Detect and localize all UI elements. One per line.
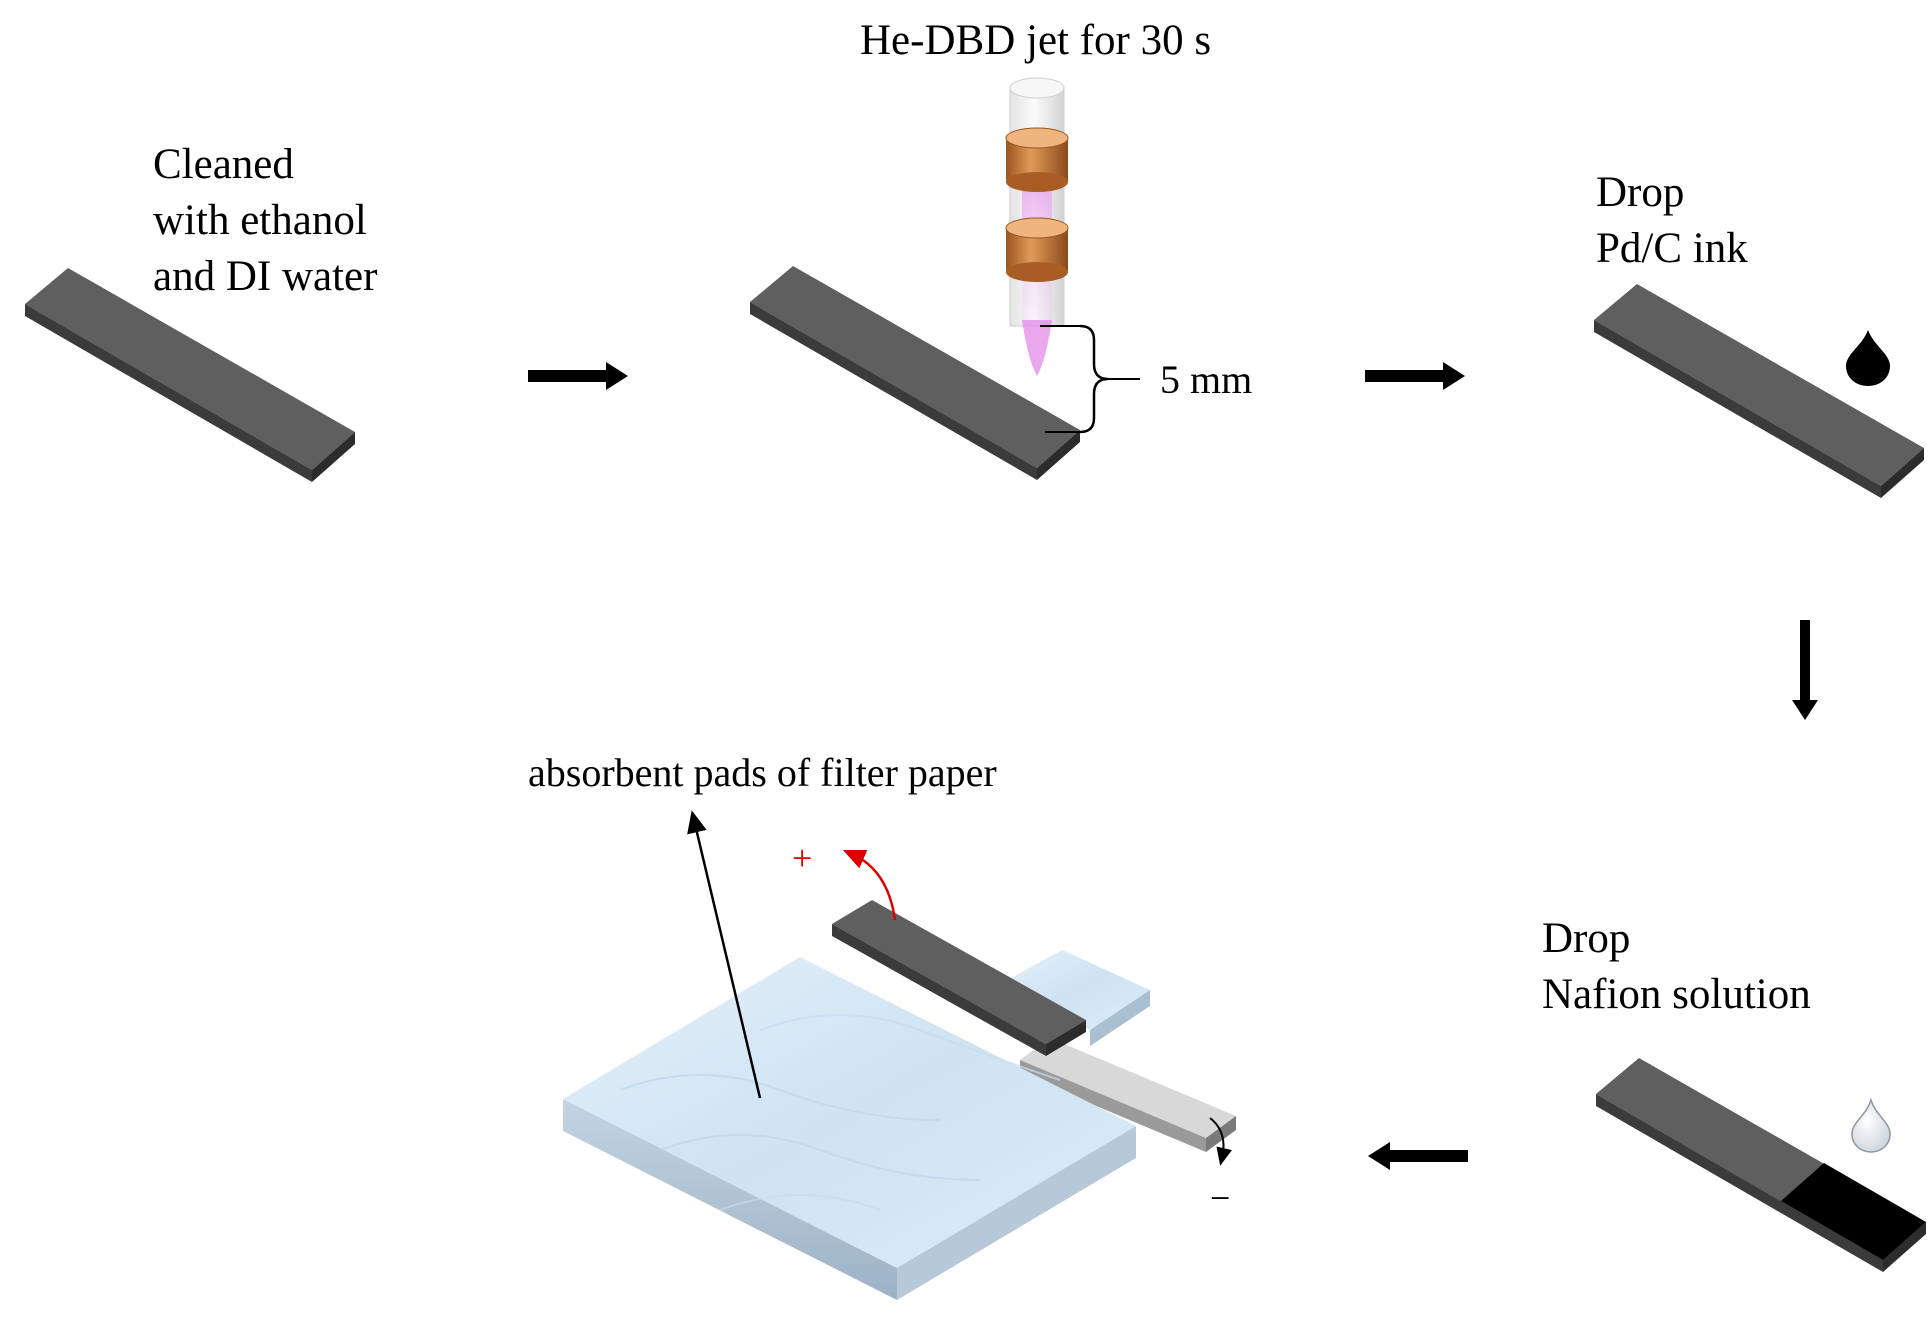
process-arrow-1 (528, 362, 628, 390)
catalyst-layer (1781, 1163, 1926, 1260)
carbon-strip-anode (832, 900, 1086, 1056)
step-ink: Drop Pd/C ink (1594, 169, 1924, 498)
clean-label-line2: with ethanol (153, 197, 367, 244)
carbon-strip-1 (25, 268, 355, 482)
nafion-label-line2: Nafion solution (1542, 971, 1811, 1018)
anode-connection-arrow (842, 849, 897, 921)
black-droplet-icon (1846, 330, 1890, 386)
gap-brace (1040, 324, 1140, 434)
process-arrow-3 (1792, 620, 1818, 720)
step-plasma: He-DBD jet for 30 s (750, 17, 1252, 480)
plasma-title: He-DBD jet for 30 s (860, 17, 1211, 64)
ink-label-line2: Pd/C ink (1596, 225, 1748, 272)
clear-droplet-icon (1851, 1097, 1891, 1153)
cathode-connection-arrow (1209, 1117, 1233, 1166)
ink-label-line1: Drop (1596, 169, 1684, 216)
carbon-strip-4 (1596, 1058, 1926, 1272)
gap-label: 5 mm (1160, 357, 1252, 402)
pads-label: absorbent pads of filter paper (528, 750, 997, 795)
small-filter-pad (1000, 950, 1150, 1046)
upper-electrode (1005, 127, 1069, 192)
carbon-strip-2 (750, 266, 1080, 480)
process-arrow-4 (1368, 1142, 1468, 1170)
pads-pointer-arrow (687, 810, 762, 1099)
step-device: absorbent pads of filter paper (528, 750, 1236, 1300)
clean-label-line3: and DI water (153, 253, 377, 300)
nafion-label-line1: Drop (1542, 915, 1630, 962)
large-filter-pad (563, 957, 1136, 1300)
lower-electrode (1005, 217, 1069, 282)
step-nafion: Drop Nafion solution (1542, 915, 1926, 1272)
clean-label-line1: Cleaned (153, 141, 294, 188)
minus-sign: − (1210, 1178, 1230, 1218)
plasma-jet-icon (1005, 77, 1069, 376)
process-arrow-2 (1365, 362, 1465, 390)
carbon-strip-3 (1594, 284, 1924, 498)
step-clean: Cleaned with ethanol and DI water (25, 141, 377, 482)
plus-sign: + (792, 838, 812, 878)
